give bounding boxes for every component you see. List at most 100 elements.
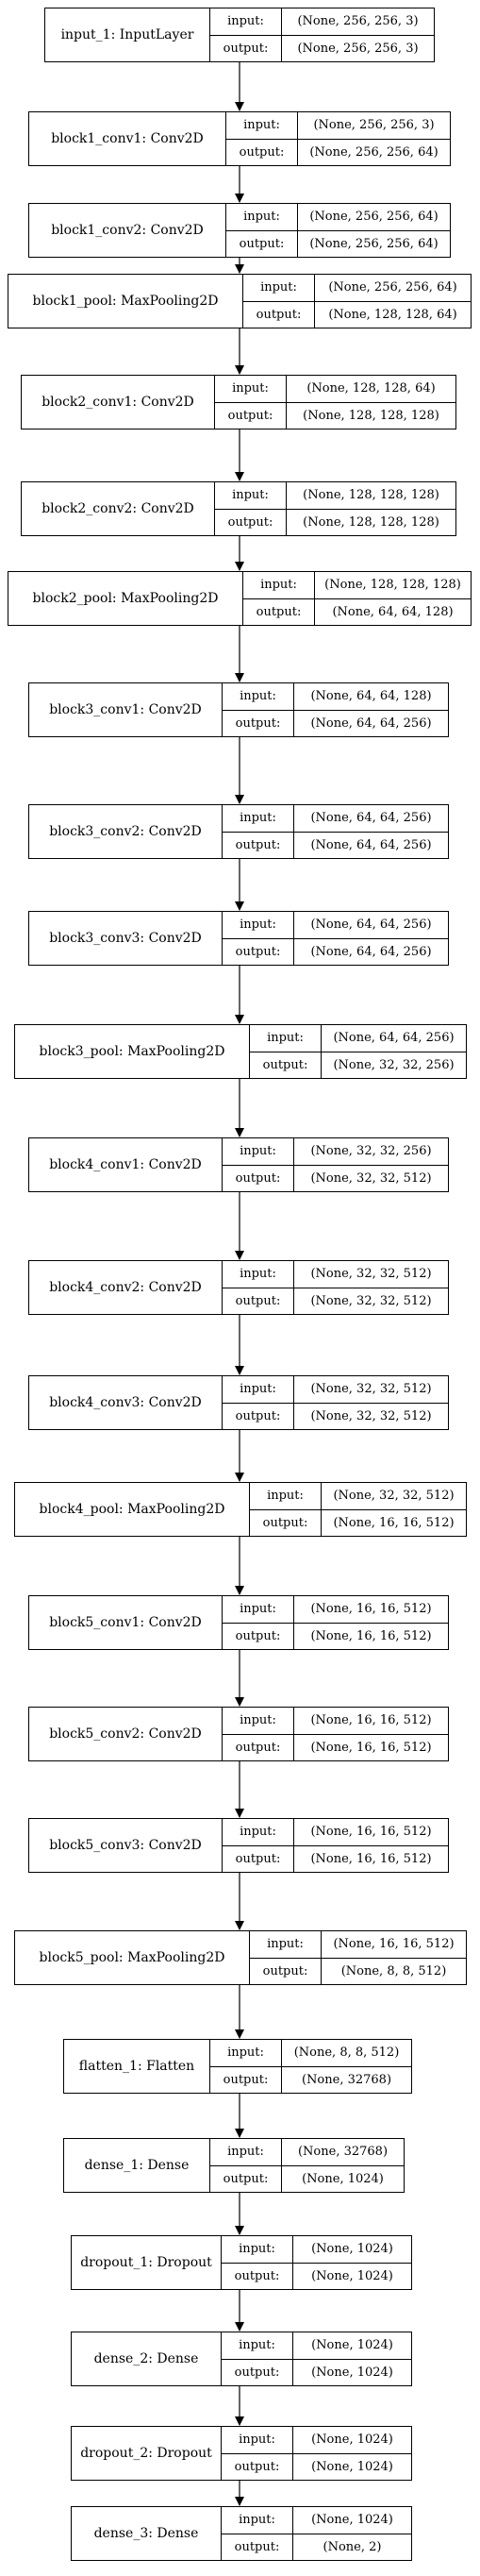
- output-row: output:(None, 256, 256, 64): [226, 229, 450, 257]
- output-shape: (None, 128, 128, 128): [303, 514, 439, 530]
- output-label: output:: [223, 1403, 294, 1429]
- layer-io-table: input:(None, 8, 8, 512)output:(None, 327…: [210, 2040, 411, 2093]
- layer-name: dense_1: Dense: [64, 2139, 210, 2192]
- output-label: output:: [243, 301, 315, 328]
- layer-io-table: input:(None, 32, 32, 512)output:(None, 3…: [223, 1376, 448, 1429]
- input-row: input:(None, 16, 16, 512): [223, 1708, 448, 1734]
- output-shape: (None, 1024): [311, 2268, 393, 2283]
- output-row: output: (None, 1024): [222, 2262, 411, 2289]
- input-label: input:: [223, 1596, 294, 1623]
- input-shape: (None, 64, 64, 256): [310, 918, 432, 933]
- input-row: input:(None, 256, 256, 3): [210, 8, 434, 35]
- output-shape: (None, 256, 256, 3): [297, 41, 419, 56]
- input-label: input:: [222, 2236, 293, 2263]
- output-label: output:: [210, 2066, 282, 2093]
- layer-name: block5_pool: MaxPooling2D: [15, 1931, 250, 1984]
- output-row: output: (None, 128, 128, 128): [215, 508, 455, 535]
- layer-io-table: input:(None, 16, 16, 512)output:(None, 8…: [250, 1931, 466, 1984]
- input-shape: (None, 64, 64, 256): [333, 1031, 455, 1046]
- input-label: input:: [250, 1931, 322, 1958]
- layer-name: dense_3: Dense: [72, 2507, 222, 2560]
- layer-io-table: input:(None, 128, 128, 128)output:(None,…: [243, 572, 471, 625]
- output-label: output:: [223, 1734, 294, 1760]
- layer-name: block5_conv1: Conv2D: [29, 1596, 223, 1649]
- output-shape: (None, 16, 16, 512): [310, 1628, 432, 1643]
- output-label: output:: [210, 35, 282, 61]
- layer-io-table: input:(None, 256, 256, 64)output:(None, …: [243, 275, 471, 328]
- input-label: input:: [210, 2040, 282, 2066]
- layer-io-table: input:(None, 64, 64, 128)output:(None, 6…: [223, 683, 448, 736]
- input-shape: (None, 128, 128, 128): [303, 488, 439, 503]
- output-shape: (None, 32768): [301, 2072, 392, 2087]
- output-label: output:: [215, 509, 287, 535]
- input-label: input:: [226, 112, 298, 139]
- input-shape: (None, 16, 16, 512): [310, 1602, 432, 1617]
- layer-name: block4_conv2: Conv2D: [29, 1261, 223, 1314]
- output-shape: (None, 16, 16, 512): [333, 1515, 455, 1530]
- output-label: output:: [223, 1623, 294, 1649]
- layer-io-table: input:(None, 128, 128, 64)output:(None, …: [215, 376, 455, 429]
- input-shape: (None, 32, 32, 512): [310, 1267, 432, 1282]
- layer-name: block5_conv2: Conv2D: [29, 1708, 223, 1760]
- layer-name: block3_pool: MaxPooling2D: [15, 1025, 250, 1078]
- input-row: input:(None, 256, 256, 3): [226, 112, 450, 139]
- layer-io-table: input: (None, 64, 64, 256) output:(None, 3…: [250, 1025, 466, 1078]
- output-shape: (None, 64, 64, 256): [310, 837, 432, 852]
- layer-io-table: input: (None, 1024) output: (None, 1024): [222, 2236, 411, 2289]
- output-row: output: (None, 256, 256, 3): [210, 34, 434, 61]
- output-row: output:(None, 32, 32, 512): [223, 1287, 448, 1314]
- output-shape: (None, 1024): [311, 2459, 393, 2474]
- input-shape: (None, 1024): [311, 2513, 393, 2528]
- layer-name: block2_conv1: Conv2D: [22, 376, 215, 429]
- output-label: output:: [222, 2263, 293, 2289]
- input-label: input:: [243, 275, 315, 301]
- layer-io-table: input:(None, 64, 64, 256)output:(None, 6…: [223, 805, 448, 858]
- input-row: input:(None, 128, 128, 128): [243, 572, 471, 598]
- input-row: input:(None, 16, 16, 512): [223, 1819, 448, 1845]
- input-label: input:: [250, 1483, 322, 1509]
- output-row: output: (None, 32, 32, 512): [223, 1402, 448, 1429]
- input-label: input:: [210, 2139, 282, 2165]
- input-row: input: (None, 64, 64, 256): [223, 912, 448, 938]
- output-label: output:: [226, 139, 298, 165]
- layer-name: block2_conv2: Conv2D: [22, 482, 215, 535]
- input-row: input:(None, 128, 128, 64): [215, 376, 455, 402]
- input-label: input:: [222, 2332, 293, 2359]
- input-shape: (None, 16, 16, 512): [333, 1937, 455, 1952]
- layer-name: block3_conv2: Conv2D: [29, 805, 223, 858]
- layer-name: block3_conv1: Conv2D: [29, 683, 223, 736]
- layer-name: dropout_1: Dropout: [72, 2236, 222, 2289]
- input-shape: (None, 1024): [311, 2242, 393, 2257]
- layer-name: dropout_2: Dropout: [72, 2427, 222, 2480]
- output-row: output: (None, 32768): [210, 2065, 411, 2093]
- output-row: output:(None, 64, 64, 256): [223, 937, 448, 965]
- output-label: output:: [226, 230, 298, 257]
- output-shape: (None, 32, 32, 512): [310, 1408, 432, 1423]
- input-label: input:: [223, 1819, 294, 1845]
- output-label: output:: [223, 1165, 294, 1191]
- output-row: output:(None, 2): [222, 2533, 411, 2560]
- output-row: output:(None, 32, 32, 512): [223, 1164, 448, 1191]
- input-label: input:: [250, 1025, 322, 1052]
- input-row: input:(None, 128, 128, 128): [215, 482, 455, 509]
- output-label: output:: [222, 2453, 293, 2480]
- output-row: output:(None, 32, 32, 256): [250, 1051, 466, 1078]
- layer-name: block1_conv1: Conv2D: [29, 112, 226, 165]
- output-row: output:(None, 1024): [222, 2358, 411, 2385]
- output-label: output:: [243, 598, 315, 625]
- input-row: input:(None, 1024): [222, 2507, 411, 2534]
- output-row: output:(None, 128, 128, 128): [215, 401, 455, 429]
- input-label: input:: [223, 912, 294, 938]
- input-shape: (None, 32, 32, 512): [333, 1489, 455, 1504]
- output-label: output:: [223, 1288, 294, 1314]
